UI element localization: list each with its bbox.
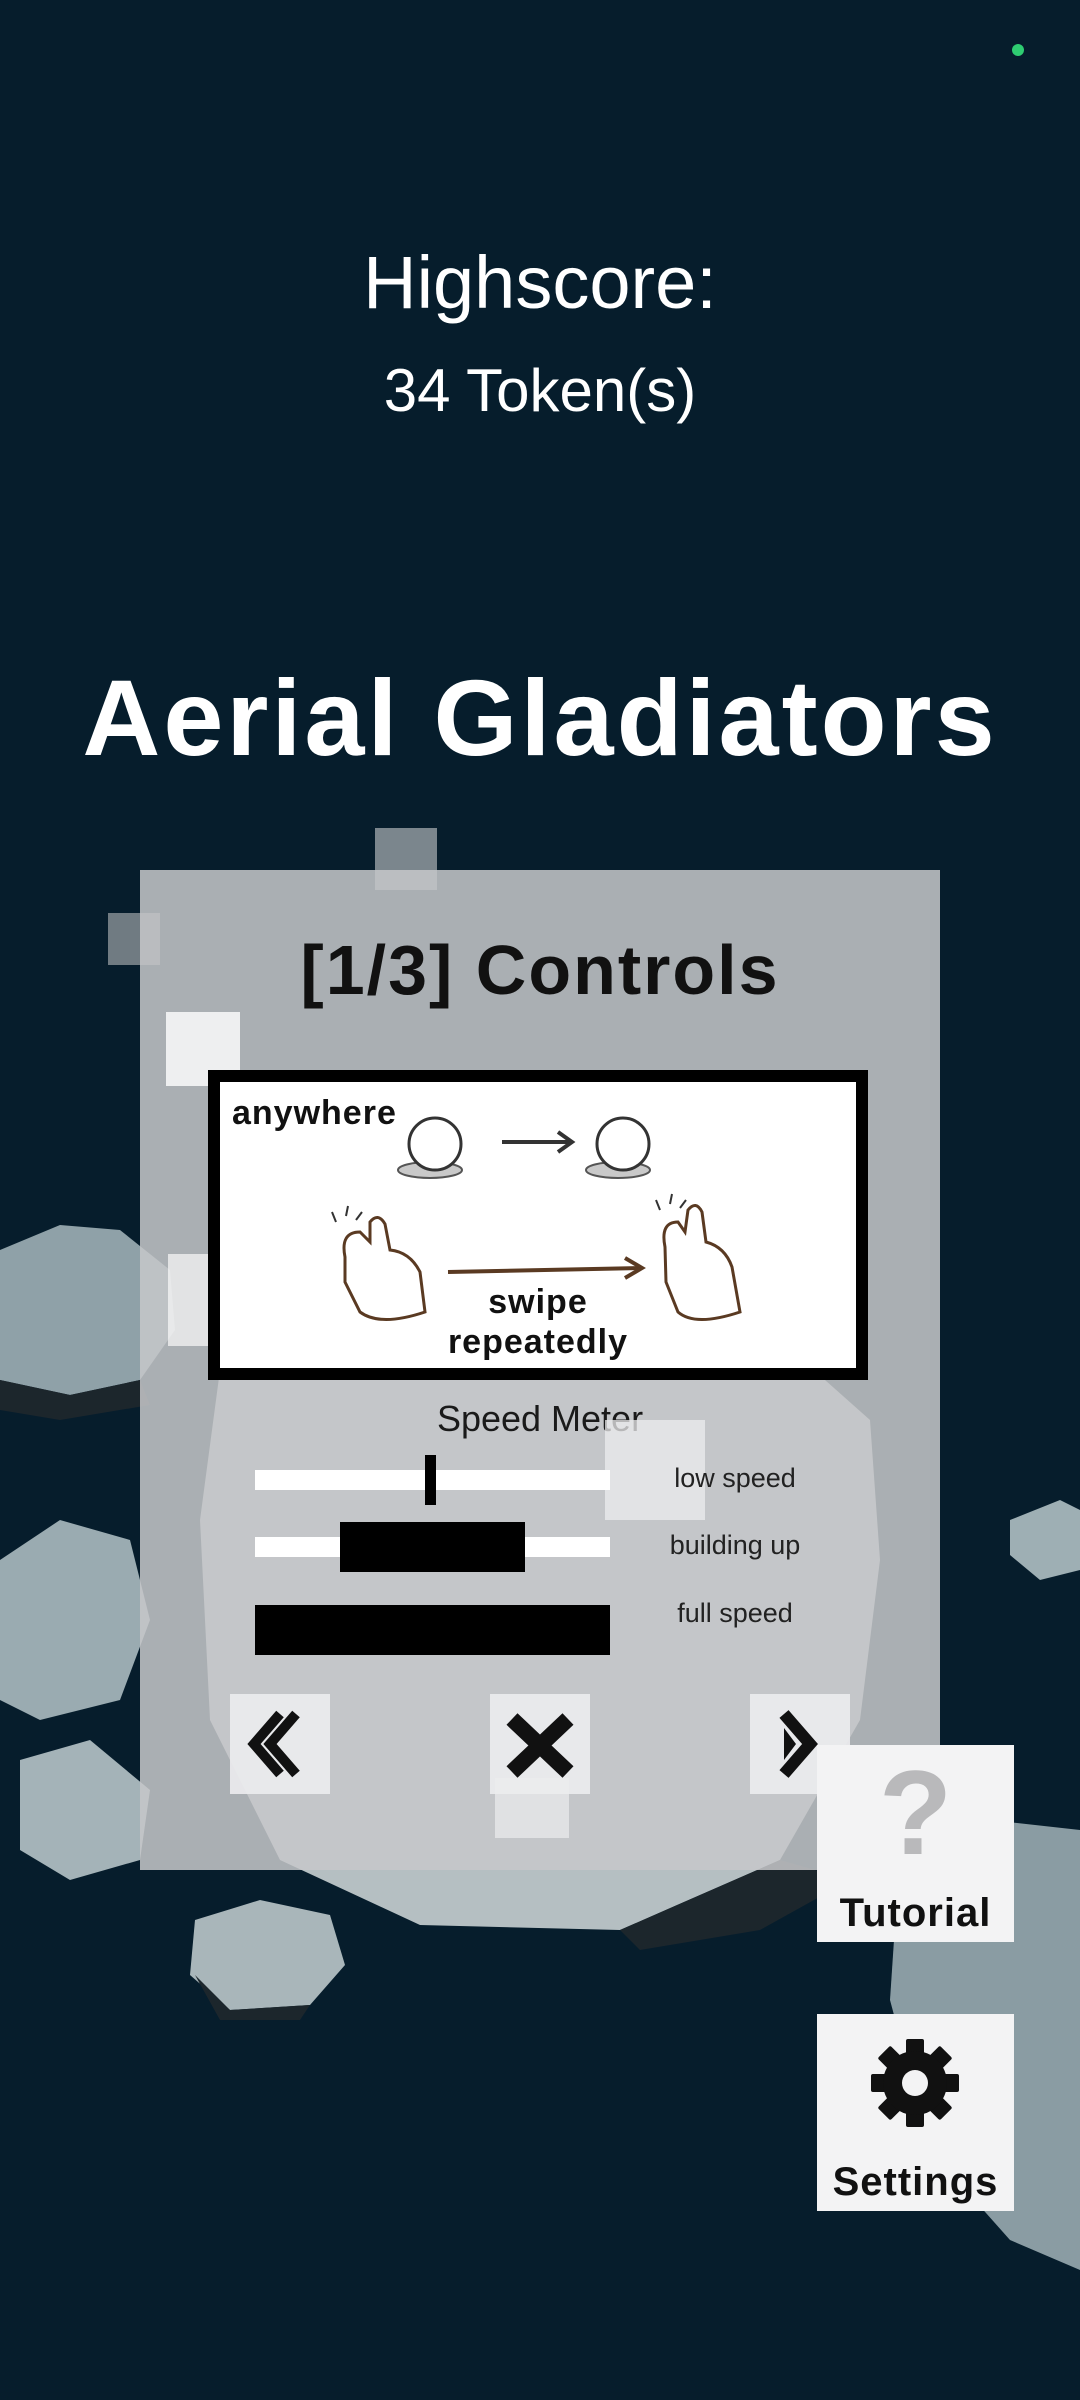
speed-meter-label-low: low speed bbox=[674, 1463, 796, 1493]
gear-icon bbox=[871, 2039, 959, 2127]
highscore-label: Highscore: bbox=[363, 241, 717, 324]
settings-button-label: Settings bbox=[832, 2160, 999, 2204]
speed-meter-label-building: building up bbox=[669, 1530, 801, 1560]
previous-page-button[interactable] bbox=[230, 1694, 330, 1794]
swipe-gesture-icon bbox=[331, 1116, 742, 1321]
chevron-left-icon bbox=[247, 1710, 300, 1778]
tutorial-panel: [1/3] Controls anywhere swipe re bbox=[140, 870, 940, 1870]
meter-fill bbox=[340, 1522, 525, 1572]
highscore-value: 34 Token(s) bbox=[383, 357, 697, 424]
settings-button[interactable]: Settings bbox=[817, 2014, 1014, 2211]
illustration-text-anywhere: anywhere bbox=[232, 1094, 397, 1132]
swipe-text-line1: swipe bbox=[488, 1283, 588, 1321]
illustration-text-swipe: swipe repeatedly bbox=[220, 1282, 856, 1362]
close-x-icon bbox=[506, 1713, 574, 1778]
panel-title: [1/3] Controls bbox=[300, 931, 780, 1009]
speed-meter-label-full: full speed bbox=[677, 1598, 793, 1628]
speed-meter-title: Speed Meter bbox=[436, 1398, 644, 1439]
meter-fill bbox=[425, 1455, 437, 1505]
chevron-right-icon bbox=[779, 1710, 818, 1778]
decorative-square bbox=[605, 1420, 705, 1520]
controls-illustration: anywhere swipe repeatedly bbox=[208, 1070, 868, 1380]
tutorial-button[interactable]: ? Tutorial bbox=[817, 1745, 1014, 1942]
question-mark-icon: ? bbox=[878, 1746, 953, 1880]
game-title: Aerial Gladiators bbox=[82, 657, 998, 778]
swipe-text-line2: repeatedly bbox=[447, 1323, 629, 1361]
close-button[interactable] bbox=[490, 1694, 590, 1794]
status-indicator-dot bbox=[1012, 44, 1024, 56]
tutorial-button-label: Tutorial bbox=[839, 1891, 992, 1935]
decorative-square bbox=[495, 1778, 569, 1838]
meter-fill bbox=[255, 1605, 610, 1655]
